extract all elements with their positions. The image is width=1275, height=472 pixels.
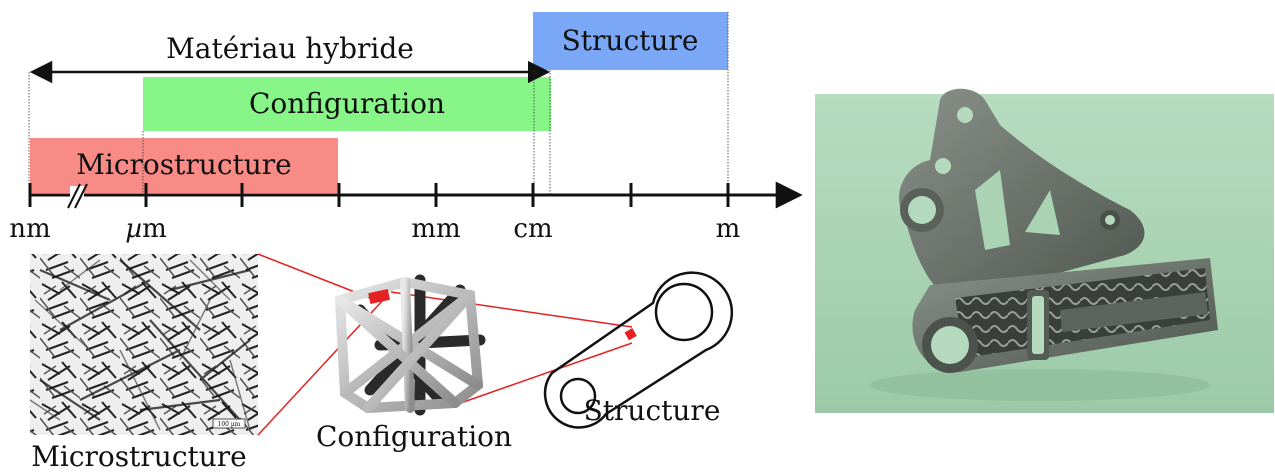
- tick-label-um-prefix: µ: [125, 214, 142, 244]
- micrograph-image: 100 µm: [30, 254, 258, 435]
- configuration-band-label: Configuration: [249, 87, 445, 120]
- lattice-cell-icon: [340, 280, 480, 410]
- tick-label-um-unit: m: [142, 214, 167, 244]
- caption-microstructure: Microstructure: [31, 440, 247, 472]
- tick-label-cm: cm: [513, 214, 552, 244]
- caption-structure: Structure: [584, 394, 721, 427]
- microstructure-band-label: Microstructure: [76, 148, 292, 181]
- rendered-part-image: [815, 89, 1274, 413]
- tick-label-mm: mm: [411, 214, 460, 244]
- structure-band-label: Structure: [562, 24, 699, 57]
- caption-configuration: Configuration: [316, 420, 512, 453]
- micrograph-scale-text: 100 µm: [218, 421, 241, 428]
- hybrid-material-title: Matériau hybride: [166, 32, 414, 65]
- tick-label-um: µm: [125, 214, 167, 244]
- tick-label-m: m: [716, 214, 741, 244]
- tick-label-nm: nm: [9, 214, 50, 244]
